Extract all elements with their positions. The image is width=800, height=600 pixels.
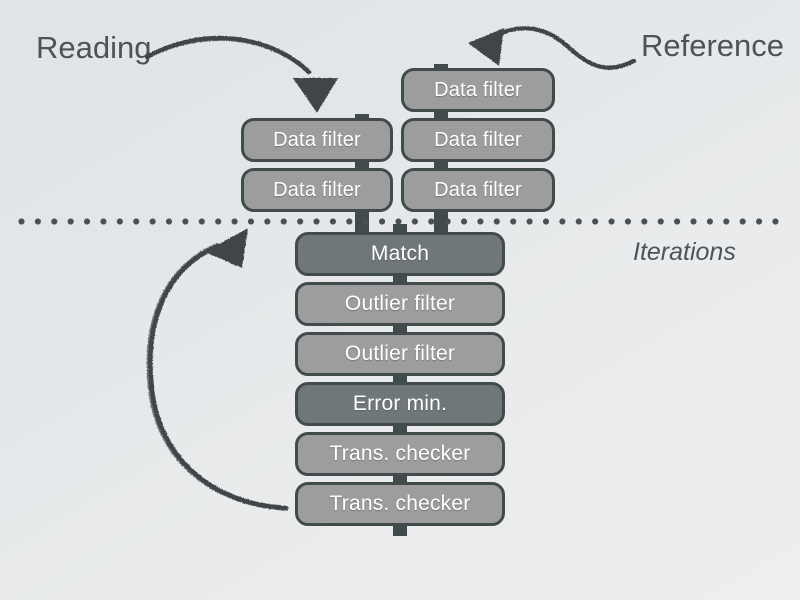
- stage-box-trans-checker[interactable]: Trans. checker: [295, 432, 505, 476]
- stage-box-data-filter[interactable]: Data filter: [401, 118, 555, 162]
- reference-arrow: [468, 26, 637, 70]
- stage-box-data-filter[interactable]: Data filter: [241, 168, 393, 212]
- feedback-loop-arrow: [146, 228, 289, 511]
- label-reference: Reference: [641, 28, 785, 63]
- label-reading: Reading: [36, 30, 152, 65]
- iterations-pipeline-stack: Match Outlier filter Outlier filter Erro…: [295, 224, 505, 536]
- stage-box-trans-checker[interactable]: Trans. checker: [295, 482, 505, 526]
- reading-filter-stack: Data filter Data filter: [241, 114, 393, 234]
- stage-box-outlier-filter[interactable]: Outlier filter: [295, 332, 505, 376]
- label-iterations: Iterations: [633, 238, 736, 266]
- stage-box-data-filter[interactable]: Data filter: [241, 118, 393, 162]
- stage-box-data-filter[interactable]: Data filter: [401, 68, 555, 112]
- iterations-separator-dotted-line: [18, 218, 782, 225]
- stage-box-data-filter[interactable]: Data filter: [401, 168, 555, 212]
- stage-box-outlier-filter[interactable]: Outlier filter: [295, 282, 505, 326]
- reading-arrow: [144, 35, 338, 113]
- stage-box-match[interactable]: Match: [295, 232, 505, 276]
- reference-filter-stack: Data filter Data filter Data filter: [401, 64, 555, 234]
- stage-box-error-min[interactable]: Error min.: [295, 382, 505, 426]
